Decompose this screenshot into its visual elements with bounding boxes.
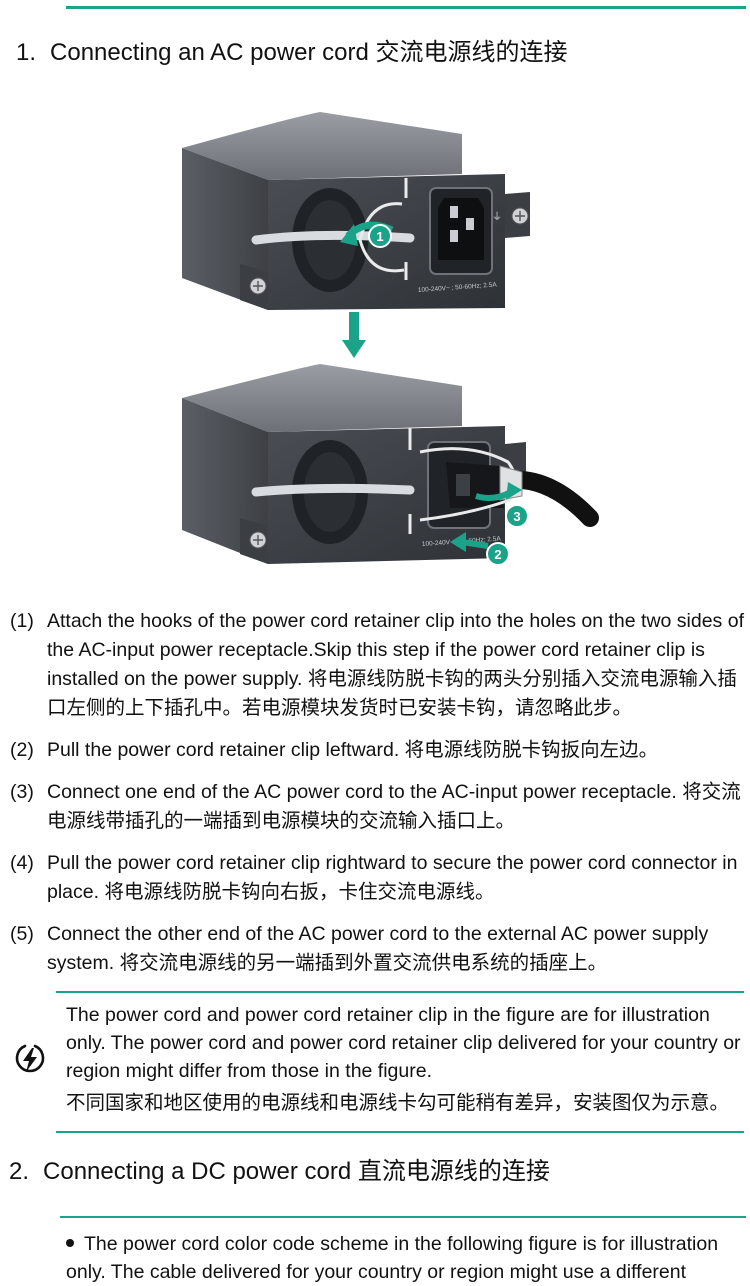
callout-3: 3 [513,509,520,524]
note-box: The power cord and power cord retainer c… [56,991,744,1133]
bullet-text: The power cord color code scheme in the … [66,1233,719,1283]
section-title: Connecting a DC power cord 直流电源线的连接 [43,1158,550,1185]
note-text-en: The power cord and power cord retainer c… [66,1004,741,1082]
bullet-dot [66,1238,74,1247]
section-title: Connecting an AC power cord 交流电源线的连接 [50,39,568,66]
top-rule [66,6,746,9]
step-number: (4) [10,852,34,874]
step-text: Pull the power cord retainer clip rightw… [47,852,738,903]
step-text: Attach the hooks of the power cord retai… [47,610,744,719]
bottom-rule [60,1216,746,1218]
callout-2: 2 [494,547,501,562]
psu-upper: ⏚ 100-240V~ ; 50-60Hz; 2.5A 1 [182,112,530,310]
section-number: 2. [9,1158,30,1185]
ac-power-cord-figure: ⏚ 100-240V~ ; 50-60Hz; 2.5A 1 [182,112,599,566]
psu-lower: 100-240V~ ; 50-60Hz; 2.5A 3 2 [182,364,599,566]
step-item: (2) Pull the power cord retainer clip le… [10,736,746,765]
section-number: 1. [16,39,37,66]
step-text: Pull the power cord retainer clip leftwa… [47,739,659,761]
section-heading-ac: 1. Connecting an AC power cord 交流电源线的连接 [16,38,568,68]
steps-list: (1) Attach the hooks of the power cord r… [10,607,746,991]
note-text-zh: 不同国家和地区使用的电源线和电源线卡勾可能稍有差异，安装图仅为示意。 [66,1092,730,1114]
step-number: (3) [10,781,34,803]
down-arrow-icon [342,312,366,358]
step-item: (4) Pull the power cord retainer clip ri… [10,849,746,907]
step-number: (5) [10,923,34,945]
ground-symbol: ⏚ [492,211,502,223]
step-item: (1) Attach the hooks of the power cord r… [10,607,746,723]
callout-1: 1 [376,229,383,244]
note-bullet: The power cord color code scheme in the … [66,1230,746,1286]
lightning-icon [15,1044,45,1073]
step-text: Connect the other end of the AC power co… [47,923,709,974]
section-heading-dc: 2. Connecting a DC power cord 直流电源线的连接 [9,1157,550,1187]
step-item: (3) Connect one end of the AC power cord… [10,778,746,836]
step-item: (5) Connect the other end of the AC powe… [10,920,746,978]
step-number: (2) [10,739,34,761]
step-text: Connect one end of the AC power cord to … [47,781,741,832]
step-number: (1) [10,610,34,632]
